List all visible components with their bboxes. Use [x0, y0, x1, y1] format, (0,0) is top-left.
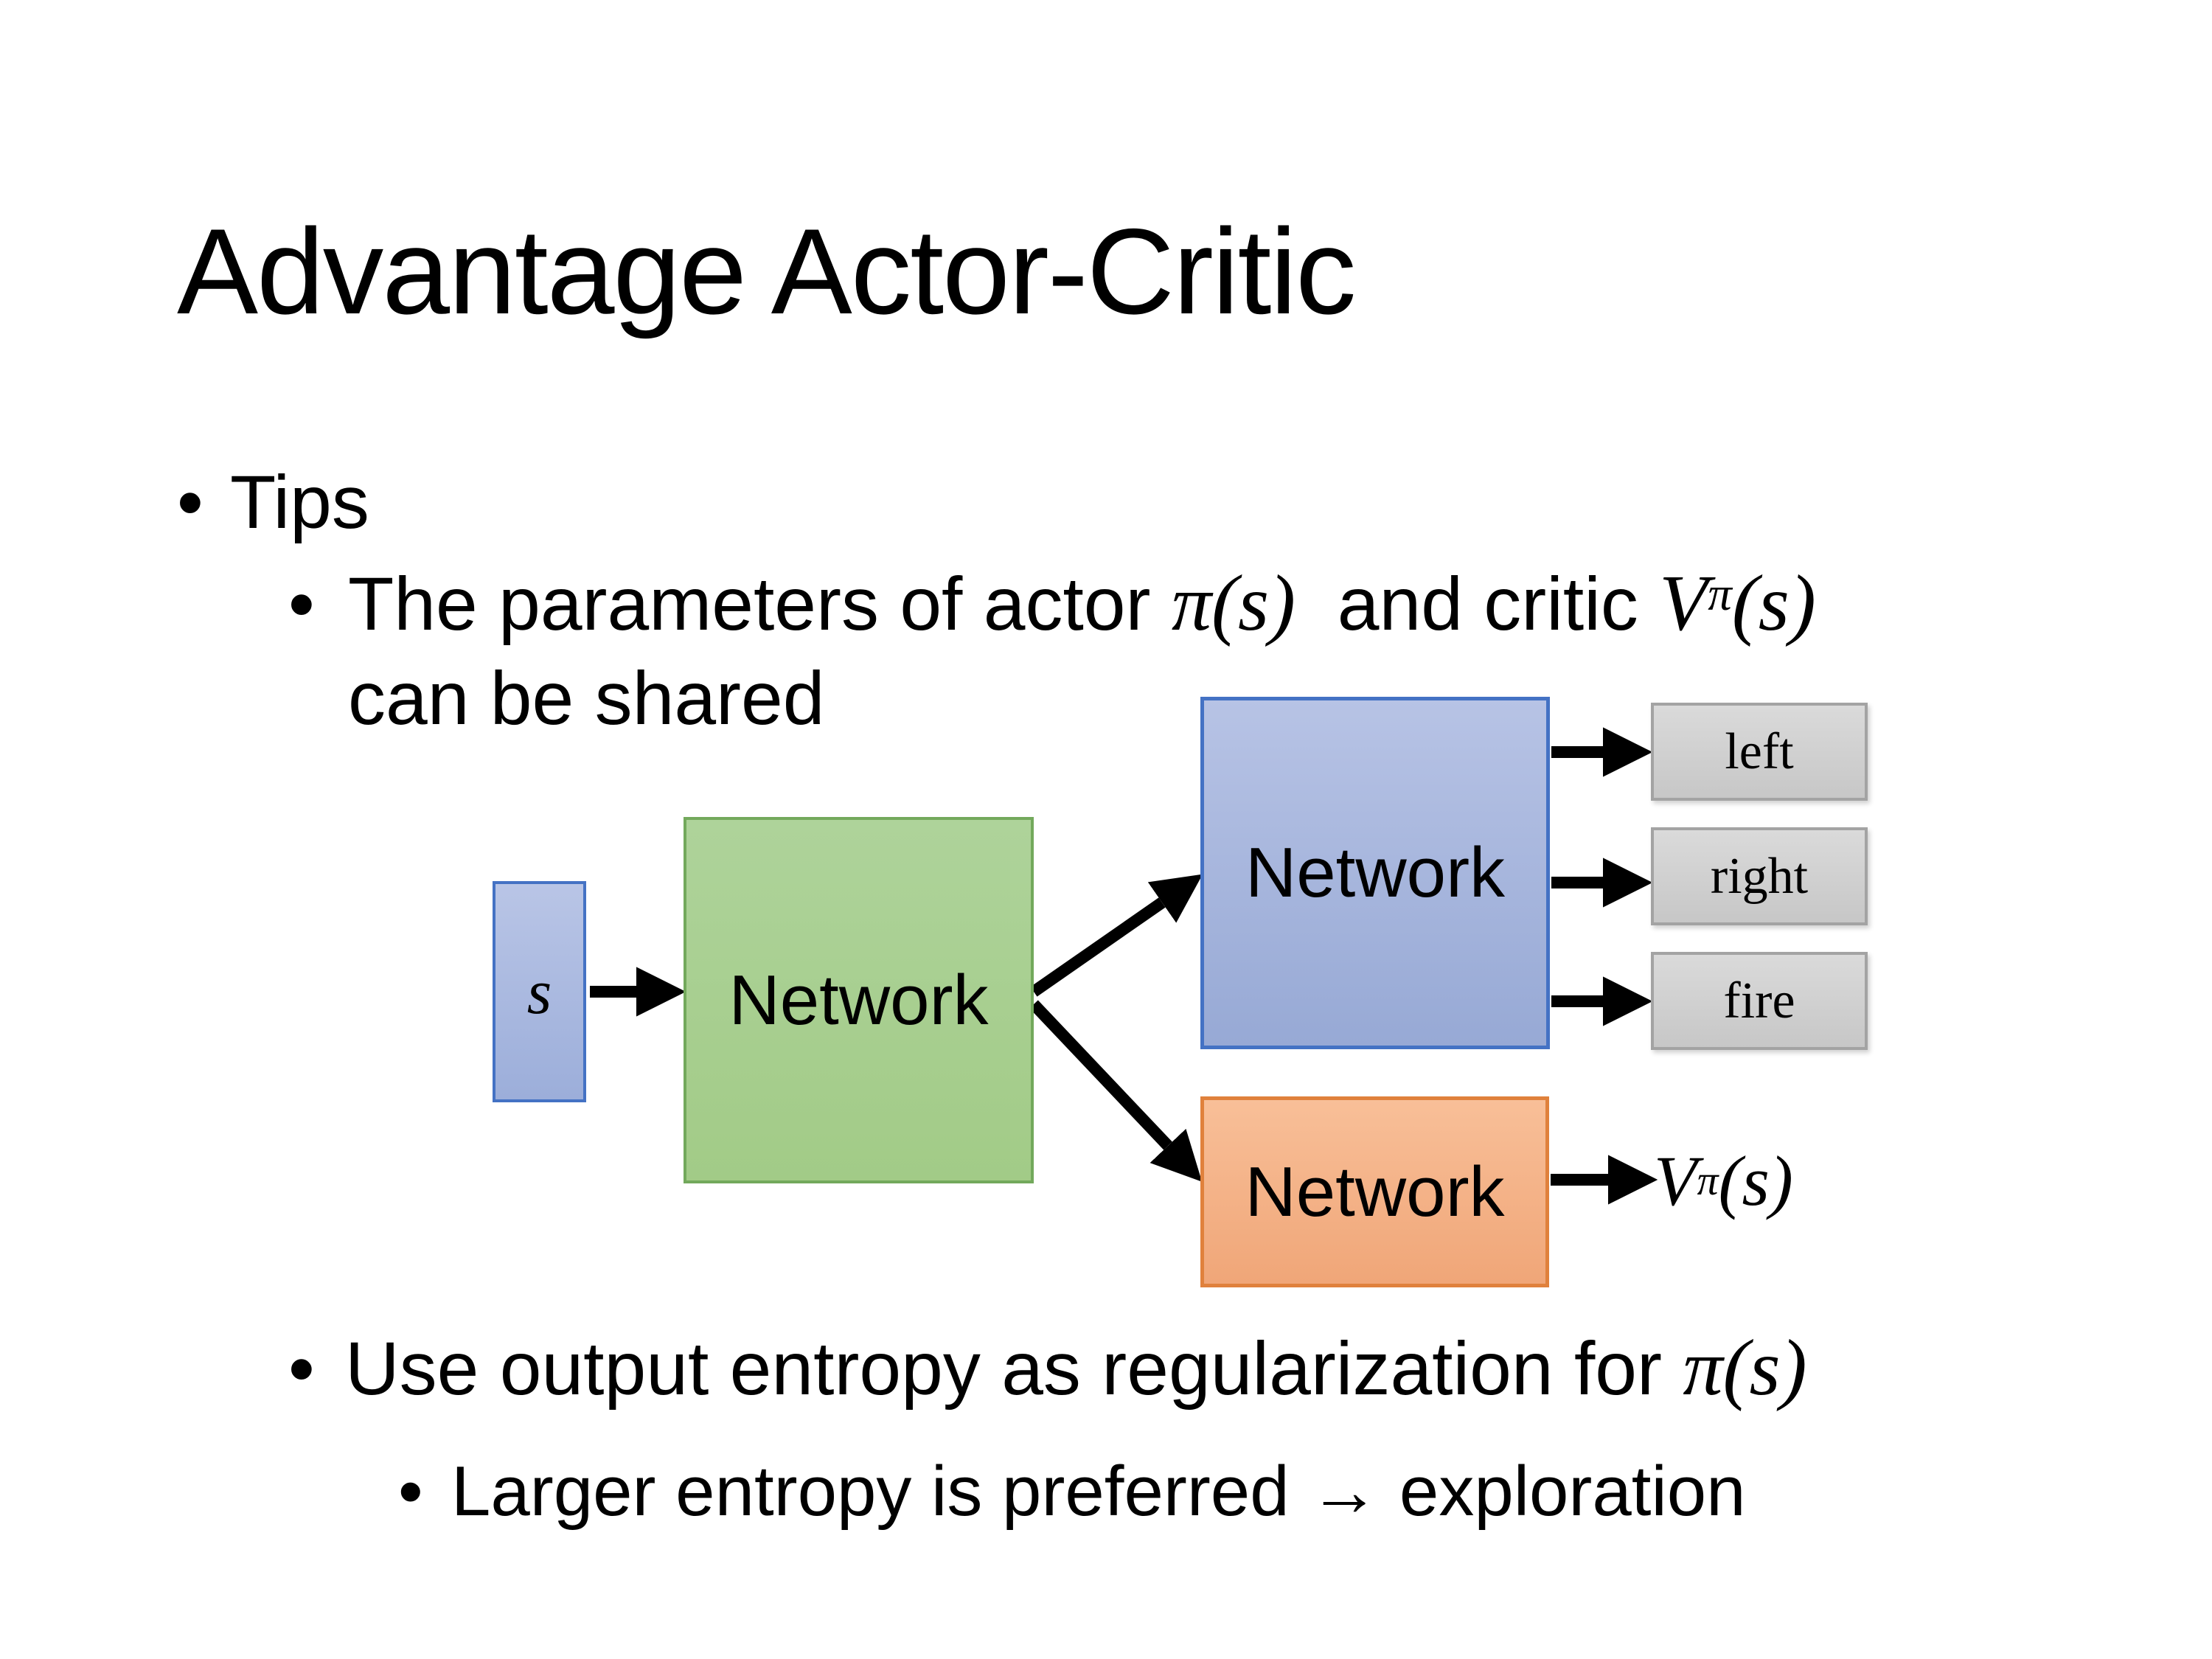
action-box-right: right	[1651, 827, 1868, 925]
shared-network-label: Network	[728, 960, 989, 1040]
arrow-shared-to-critic	[1029, 1000, 1203, 1182]
bullet-dot-icon: •	[177, 460, 204, 544]
text-fragment: and critic	[1295, 562, 1660, 646]
action-label-fire: fire	[1723, 972, 1795, 1029]
bullet-exploration: • Larger entropy is preferred → explorat…	[398, 1447, 2183, 1536]
math-v-args: (s)	[1718, 1141, 1793, 1220]
math-v-base: V	[1659, 560, 1708, 647]
critic-network-box: Network	[1200, 1096, 1549, 1287]
bullet-entropy-regularization: • Use output entropy as regularization f…	[288, 1322, 2176, 1416]
bullet-entropy-text: Use output entropy as regularization for…	[345, 1322, 1807, 1416]
text-fragment: The parameters of actor	[348, 562, 1172, 646]
action-box-fire: fire	[1651, 952, 1868, 1050]
bullet-tips-label: Tips	[230, 460, 369, 544]
actor-network-box: Network	[1200, 697, 1550, 1049]
math-v-args: (s)	[1731, 560, 1816, 647]
critic-network-label: Network	[1245, 1152, 1505, 1231]
inline-math-pi-s: π(s)	[1171, 560, 1296, 647]
state-input-box: s	[493, 881, 586, 1102]
inline-math-pi-s: π(s)	[1683, 1324, 1807, 1412]
action-label-left: left	[1725, 723, 1794, 780]
state-label: s	[526, 956, 552, 1027]
inline-math-value-function: Vπ(s)	[1659, 560, 1816, 647]
slide-title: Advantage Actor-Critic	[177, 204, 1357, 339]
actor-network-label: Network	[1245, 833, 1506, 912]
text-fragment: Use output entropy as regularization for	[345, 1326, 1683, 1411]
shared-network-box: Network	[684, 817, 1034, 1183]
text-fragment: can be shared	[348, 655, 825, 740]
bullet-shared-parameters: • The parameters of actor π(s) and criti…	[288, 557, 2176, 745]
arrow-shared-to-actor	[1030, 874, 1203, 997]
action-box-left: left	[1651, 703, 1868, 801]
action-label-right: right	[1710, 847, 1809, 905]
bullet-tips: • Tips	[177, 456, 369, 550]
math-v-base: V	[1654, 1141, 1697, 1220]
bullet-dot-icon: •	[288, 562, 315, 646]
bullet-dot-icon: •	[288, 1326, 315, 1411]
bullet-exploration-text: Larger entropy is preferred → exploratio…	[451, 1452, 1746, 1531]
bullet-dot-icon: •	[398, 1452, 423, 1531]
math-v-superscript: π	[1708, 567, 1732, 621]
bullet-shared-parameters-text: The parameters of actor π(s) and critic …	[348, 557, 1816, 745]
